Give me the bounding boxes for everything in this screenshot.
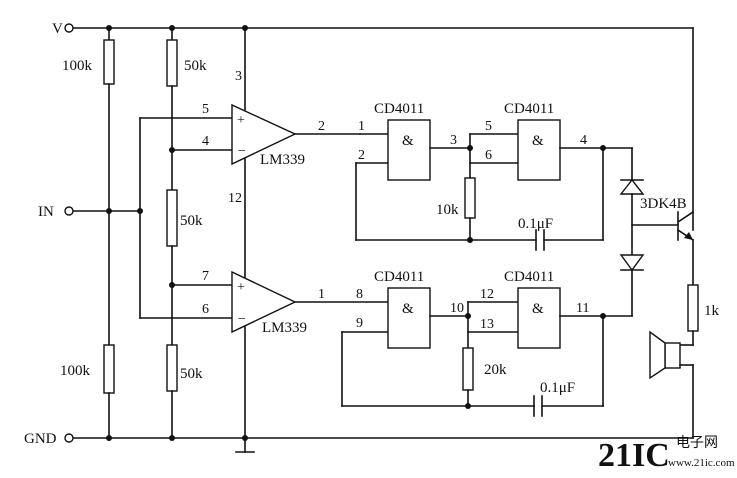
pin-13: 13 [480, 317, 494, 332]
pin-8: 8 [356, 287, 363, 302]
input-line [64, 206, 141, 216]
left-divider [103, 27, 115, 439]
pin-4-gate: 4 [580, 133, 587, 148]
pin-12-gate: 12 [480, 287, 494, 302]
label-r-mid-center: 50k [180, 213, 203, 229]
oscillator-bottom [341, 287, 633, 417]
and-symbol-3: & [402, 301, 414, 317]
pin-10: 10 [450, 301, 464, 316]
label-transistor: 3DK4B [640, 196, 687, 212]
label-gate-1: CD4011 [374, 101, 424, 117]
junctions [106, 25, 606, 441]
and-symbol-4: & [532, 301, 544, 317]
input-bus [139, 117, 233, 319]
diode-bottom [619, 254, 645, 272]
resistor-mid-center [166, 189, 178, 247]
pin-9: 9 [356, 316, 363, 331]
sign-plus-bottom: + [237, 280, 245, 295]
label-r-osc-bottom: 20k [484, 362, 507, 378]
label-r-mid-top: 50k [184, 58, 207, 74]
pin-7: 7 [202, 269, 209, 284]
watermark-site: 电子网 [676, 435, 718, 451]
gate-3 [387, 287, 431, 349]
pin-5-gate: 5 [485, 119, 492, 134]
pin-4-comparator: 4 [202, 134, 209, 149]
pin-1-output: 1 [318, 287, 325, 302]
label-r-base: 1k [704, 303, 720, 319]
label-c-bottom: 0.1μF [540, 380, 575, 396]
resistor-left-top [103, 39, 115, 85]
pin-6-comparator: 6 [202, 302, 209, 317]
pin-2-gate: 2 [358, 148, 365, 163]
resistor-mid-top [166, 39, 178, 87]
label-r-left-bottom: 100k [60, 363, 91, 379]
comparator-bottom [231, 270, 389, 334]
resistor-base [687, 284, 699, 332]
label-gate-2: CD4011 [504, 101, 554, 117]
transistor [676, 210, 699, 346]
speaker [649, 330, 694, 439]
label-r-osc-top: 10k [436, 202, 459, 218]
ground-terminal [64, 433, 74, 443]
resistor-left-bottom [103, 344, 115, 394]
sign-minus-top: − [238, 144, 246, 159]
resistor-osc-bottom [462, 347, 474, 391]
and-symbol-1: & [402, 133, 414, 149]
pin-5: 5 [202, 102, 209, 117]
comparator-top [231, 103, 361, 166]
label-gate-3: CD4011 [374, 269, 424, 285]
gate-1 [387, 119, 431, 181]
pin-11: 11 [576, 301, 589, 316]
watermark-21ic: 21IC [598, 437, 670, 474]
pin-2-output: 2 [318, 119, 325, 134]
label-comparator-bottom: LM339 [262, 320, 307, 336]
pin-12: 12 [228, 191, 242, 206]
pin-1-gate: 1 [358, 119, 365, 134]
label-gate-4: CD4011 [504, 269, 554, 285]
resistor-osc-top [464, 177, 476, 219]
diode-or [619, 147, 679, 317]
vplus-terminal [64, 23, 74, 33]
label-r-mid-bottom: 50k [180, 366, 203, 382]
pin-6-gate: 6 [485, 148, 492, 163]
label-vplus: V [52, 21, 63, 37]
gate-4 [517, 287, 561, 349]
watermark-logo: 21IC 电子网 www.21ic.com [598, 435, 735, 474]
label-comparator-top: LM339 [260, 152, 305, 168]
supply-rail [64, 23, 694, 231]
label-c-top: 0.1μF [518, 216, 553, 232]
and-symbol-2: & [532, 133, 544, 149]
pin-3-comparator: 3 [235, 69, 242, 84]
sign-plus-top: + [237, 113, 245, 128]
gate-2 [517, 119, 561, 181]
oscillator-top [355, 119, 633, 251]
input-terminal [64, 206, 74, 216]
label-ground: GND [24, 431, 57, 447]
sign-minus-bottom: − [238, 312, 246, 327]
diode-top [619, 178, 645, 195]
label-r-left-top: 100k [62, 58, 93, 74]
middle-divider [166, 27, 178, 439]
watermark-url: www.21ic.com [668, 457, 735, 469]
pin-3-gate: 3 [450, 133, 457, 148]
label-input: IN [38, 204, 54, 220]
resistor-mid-bottom [166, 344, 178, 392]
